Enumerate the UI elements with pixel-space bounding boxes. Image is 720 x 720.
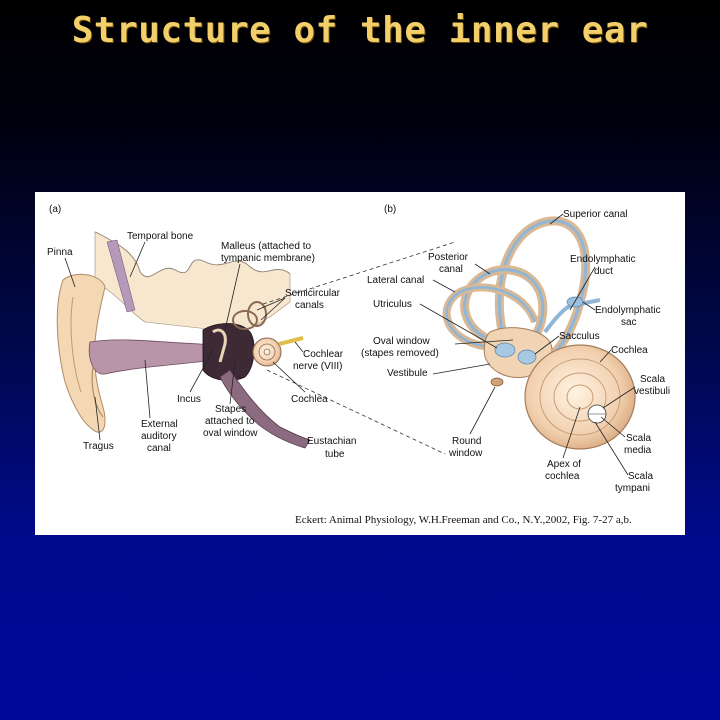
ear-canal: [88, 339, 218, 375]
panel-a-illustration: [56, 231, 311, 449]
panel-b-leaders: [419, 213, 636, 476]
label-oval-1: Oval window: [373, 336, 430, 347]
ear-diagram: (a) Pinna Temporal bone Malleus (attache…: [47, 204, 670, 494]
label-cochlea-b: Cochlea: [611, 345, 648, 356]
cochlear-nerve-shape: [278, 336, 304, 346]
label-scala-vest-1: Scala: [640, 374, 665, 385]
zoom-line-bottom: [266, 369, 446, 455]
figure-panel: (a) Pinna Temporal bone Malleus (attache…: [35, 192, 685, 535]
label-cochlear-nerve-1: Cochlear: [303, 349, 344, 360]
label-tragus: Tragus: [83, 441, 114, 452]
label-endo-duct-1: Endolymphatic: [570, 254, 636, 265]
round-window-shape: [490, 377, 504, 387]
label-oval-2: (stapes removed): [361, 348, 439, 359]
label-semicircular-1: Semicircular: [285, 288, 341, 299]
semicircular-small-2: [247, 301, 267, 327]
label-incus: Incus: [177, 394, 201, 405]
utriculus-shape: [494, 342, 516, 358]
label-stapes-3: oval window: [203, 428, 258, 439]
tragus-shape: [91, 366, 104, 418]
label-temporal-bone: Temporal bone: [127, 231, 194, 242]
label-malleus-1: Malleus (attached to: [221, 241, 311, 252]
label-cochlea-a: Cochlea: [291, 394, 328, 405]
label-round-2: window: [448, 448, 483, 459]
label-posterior-1: Posterior: [428, 252, 469, 263]
label-posterior-2: canal: [439, 264, 463, 275]
cochlea-small: [252, 337, 282, 367]
label-stapes-1: Stapes: [215, 404, 246, 415]
label-external-3: canal: [147, 443, 171, 454]
semicircular-small-1: [232, 310, 258, 330]
label-scala-tymp-1: Scala: [628, 471, 653, 482]
label-utriculus: Utriculus: [373, 299, 412, 310]
slide-title: Structure of the inner ear: [71, 10, 649, 51]
label-semicircular-2: canals: [295, 300, 324, 311]
middle-ear-cavity: [202, 323, 255, 381]
label-apex-1: Apex of: [547, 459, 581, 470]
label-scala-tymp-2: tympani: [615, 483, 650, 494]
vestibule-shape: [483, 327, 553, 379]
label-external-2: auditory: [141, 431, 177, 442]
label-endo-sac-2: sac: [621, 317, 637, 328]
panel-b-illustration: [442, 216, 636, 450]
label-scala-media-2: media: [624, 445, 652, 456]
muscle-strip: [106, 239, 136, 313]
panel-a-leaders: [64, 241, 306, 441]
cochlea-large: [524, 344, 636, 450]
label-sacculus: Sacculus: [559, 331, 600, 342]
label-endo-sac-1: Endolymphatic: [595, 305, 661, 316]
label-apex-2: cochlea: [545, 471, 580, 482]
zoom-line-top: [262, 241, 456, 305]
label-eustachian-2: tube: [325, 449, 345, 460]
label-scala-vest-2: vestibuli: [634, 386, 670, 397]
label-cochlear-nerve-2: nerve (VIII): [293, 361, 342, 372]
label-round-1: Round: [452, 436, 481, 447]
label-eustachian-1: Eustachian: [307, 436, 356, 447]
label-endo-duct-2: duct: [594, 266, 613, 277]
pinna-fold: [70, 296, 82, 393]
panel-a-tag: (a): [49, 204, 61, 215]
label-external-1: External: [141, 419, 178, 430]
label-superior-canal: Superior canal: [563, 209, 627, 220]
panel-b-tag: (b): [384, 204, 396, 215]
ossicles: [212, 328, 227, 363]
sacculus-shape: [517, 349, 537, 365]
figure-citation: Eckert: Animal Physiology, W.H.Freeman a…: [295, 514, 632, 526]
label-lateral-canal: Lateral canal: [367, 275, 424, 286]
eustachian-tube-shape: [219, 369, 311, 449]
label-scala-media-1: Scala: [626, 433, 651, 444]
label-stapes-2: attached to: [205, 416, 255, 427]
label-pinna: Pinna: [47, 247, 73, 258]
label-vestibule: Vestibule: [387, 368, 428, 379]
label-malleus-2: tympanic membrane): [221, 253, 315, 264]
